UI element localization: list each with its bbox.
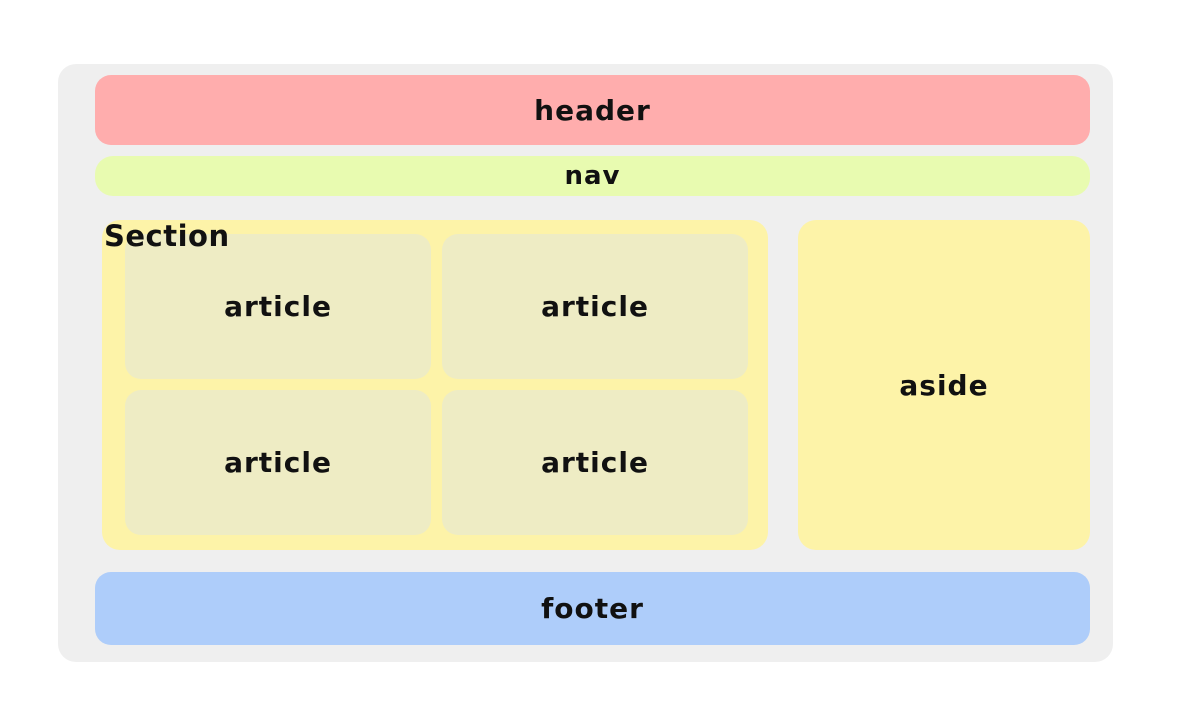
article-block: article	[125, 234, 431, 379]
section-block: Section article article article article	[102, 219, 768, 550]
footer-block: footer	[95, 572, 1090, 645]
aside-label: aside	[899, 368, 989, 402]
header-block: header	[95, 75, 1090, 145]
article-label: article	[541, 446, 649, 479]
nav-label: nav	[564, 161, 621, 191]
article-grid: article article article article	[125, 234, 748, 535]
header-label: header	[534, 93, 651, 127]
article-label: article	[224, 446, 332, 479]
article-block: article	[442, 390, 748, 535]
article-block: article	[442, 234, 748, 379]
nav-block: nav	[95, 156, 1090, 196]
footer-label: footer	[541, 592, 644, 625]
page-container: header nav Section article article artic…	[58, 64, 1113, 662]
article-block: article	[125, 390, 431, 535]
section-label: Section	[104, 219, 230, 253]
aside-block: aside	[798, 220, 1090, 550]
article-label: article	[224, 290, 332, 323]
article-label: article	[541, 290, 649, 323]
